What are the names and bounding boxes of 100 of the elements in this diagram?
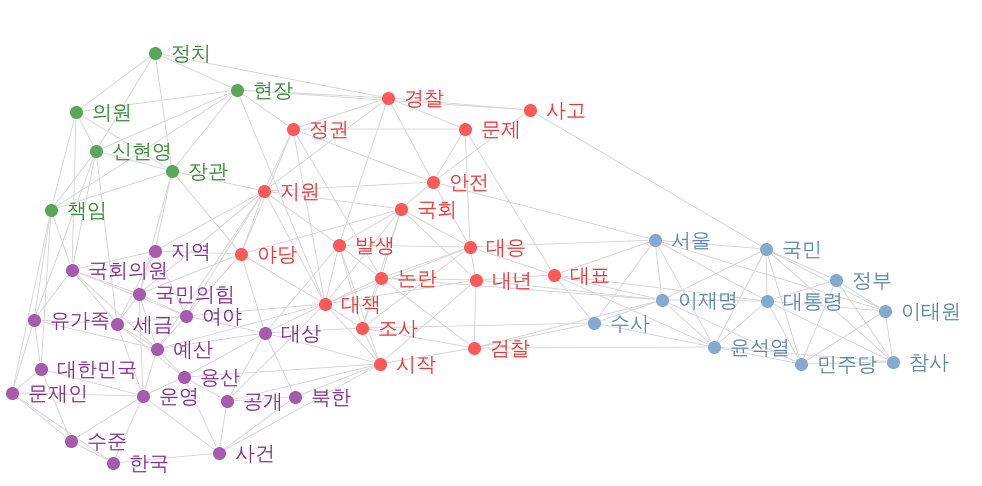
link-line xyxy=(667,302,796,362)
link-line xyxy=(186,382,217,448)
link-line xyxy=(298,130,428,180)
link-line xyxy=(144,256,236,292)
link-line xyxy=(220,406,226,448)
node-label: 수사 xyxy=(610,312,650,334)
node-label: 지원 xyxy=(280,180,320,202)
node-label: 지역 xyxy=(171,240,211,262)
node-label: 용산 xyxy=(200,366,240,388)
link-line xyxy=(37,274,69,316)
link-line xyxy=(382,214,400,272)
link-line xyxy=(772,281,830,300)
link-line xyxy=(192,304,320,316)
link-line xyxy=(364,284,380,322)
link-line xyxy=(246,256,320,302)
node-label: 문재인 xyxy=(28,382,88,404)
node-label: 여야 xyxy=(202,305,242,327)
link-line xyxy=(231,308,321,397)
link-line xyxy=(806,314,880,362)
link-line xyxy=(300,366,374,396)
link-line xyxy=(190,364,374,378)
link-line xyxy=(78,272,180,314)
link-line xyxy=(299,128,459,130)
link-line xyxy=(668,300,761,302)
link-line xyxy=(345,244,464,248)
link-line xyxy=(76,274,114,320)
link-line xyxy=(364,333,378,359)
link-line xyxy=(16,396,108,460)
link-line xyxy=(438,113,526,179)
link-line xyxy=(600,302,656,322)
link-line xyxy=(230,338,262,396)
link-line xyxy=(771,251,831,278)
link-line xyxy=(326,250,338,298)
link-line xyxy=(43,374,69,436)
link-line xyxy=(368,328,468,348)
link-line xyxy=(266,134,291,186)
link-line xyxy=(716,254,764,342)
link-line xyxy=(270,306,320,331)
link-line xyxy=(120,256,152,319)
link-line xyxy=(330,280,470,304)
link-line xyxy=(294,134,324,298)
link-line xyxy=(96,156,117,318)
link-line xyxy=(34,216,50,314)
link-line xyxy=(72,118,76,264)
node-label: 대표 xyxy=(570,264,610,286)
node-label: 정치 xyxy=(171,42,211,64)
node-label: 정부 xyxy=(852,269,892,291)
node-label: 논란 xyxy=(397,267,437,289)
link-line xyxy=(118,330,142,390)
link-line xyxy=(161,353,180,373)
link-line xyxy=(384,284,472,360)
link-line xyxy=(188,196,262,311)
link-line xyxy=(148,379,179,394)
link-line xyxy=(600,324,708,346)
link-line xyxy=(176,94,234,166)
link-line xyxy=(405,186,429,206)
link-line xyxy=(144,354,156,390)
node-label: 대한민국 xyxy=(57,358,137,380)
link-line xyxy=(157,256,184,311)
link-line xyxy=(238,96,324,298)
node-label: 정권 xyxy=(309,118,349,140)
node-label: 민주당 xyxy=(817,353,877,375)
node-label: 운영 xyxy=(159,385,199,407)
link-line xyxy=(271,328,356,334)
link-line xyxy=(76,274,153,346)
node-label: 대상 xyxy=(281,322,321,344)
link-line xyxy=(559,277,709,345)
link-line xyxy=(36,156,94,314)
node-label: 국민 xyxy=(782,238,822,260)
node-label: 공개 xyxy=(243,390,283,412)
link-line xyxy=(394,98,524,110)
link-line xyxy=(18,392,137,396)
link-line xyxy=(330,280,376,302)
link-line xyxy=(189,336,260,374)
link-line xyxy=(155,58,172,166)
link-line xyxy=(98,58,152,146)
link-line xyxy=(474,286,476,342)
link-line xyxy=(140,176,171,288)
link-line xyxy=(161,250,235,254)
node-label: 한국 xyxy=(129,452,169,474)
link-line xyxy=(178,172,258,190)
link-line xyxy=(480,324,588,348)
link-line xyxy=(160,320,182,345)
link-line xyxy=(368,322,588,328)
link-line xyxy=(34,326,41,364)
link-line xyxy=(480,301,656,347)
link-line xyxy=(386,278,656,300)
link-line xyxy=(243,134,291,248)
link-line xyxy=(771,252,880,308)
link-line xyxy=(40,321,152,348)
link-line xyxy=(436,134,462,177)
link-line xyxy=(480,346,708,348)
link-line xyxy=(330,248,464,302)
link-line xyxy=(772,301,880,311)
node-label: 윤석열 xyxy=(730,336,790,358)
link-line xyxy=(841,282,880,308)
link-line xyxy=(148,399,214,450)
link-line xyxy=(436,187,468,242)
node-label: 조사 xyxy=(378,317,418,339)
link-line xyxy=(176,176,238,250)
